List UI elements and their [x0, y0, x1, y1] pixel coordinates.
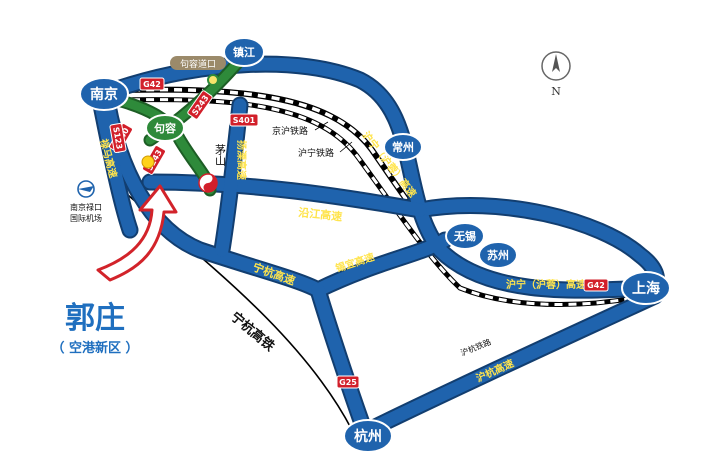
compass: N [541, 51, 571, 98]
svg-text:句容道口: 句容道口 [180, 58, 216, 70]
hanghu-expressway-road [358, 289, 662, 439]
exit-marker [207, 74, 219, 86]
svg-text:G25: G25 [339, 378, 357, 387]
city-shanghai[interactable]: 上海 [621, 271, 671, 305]
s123-shield: S123 [109, 122, 127, 154]
g42-shield-east: G42 [583, 278, 609, 292]
hanghu-railway-label: 沪杭铁路 [459, 337, 492, 358]
guozhuang-subtitle: （ 空港新区 ） [51, 340, 138, 356]
ninghang-expressway-label: 宁杭高速 [251, 260, 297, 288]
svg-text:镇江: 镇江 [233, 45, 255, 59]
city-zhenjiang[interactable]: 镇江 [223, 37, 265, 67]
guozhuang-title: 郭庄 [65, 301, 125, 336]
svg-text:南京: 南京 [90, 86, 118, 103]
svg-text:无锡: 无锡 [453, 229, 476, 243]
lutong-expressway-road [93, 93, 137, 237]
g42-shield-north: G42 [139, 77, 165, 91]
city-nanjing[interactable]: 南京 [79, 77, 129, 111]
airport-label-line1: 南京禄口 [70, 202, 102, 212]
guozhuang-location-dot [141, 155, 155, 169]
ninghang-expressway-road [101, 98, 325, 297]
city-jurong[interactable]: 句容 [145, 114, 185, 142]
s401-shield: S401 [229, 113, 259, 127]
svg-text:苏州: 苏州 [487, 248, 509, 262]
maoshan-label: 茅山 [214, 144, 227, 166]
yanjiang-expressway-road [143, 175, 427, 217]
compass-north-label: N [551, 85, 561, 98]
svg-text:常州: 常州 [392, 140, 414, 154]
svg-text:G42: G42 [587, 281, 605, 290]
ninghang-hsr-label: 宁杭高铁 [227, 309, 277, 355]
guozhuang-arrow [96, 184, 178, 282]
svg-text:G42: G42 [143, 80, 161, 89]
city-nodes: 南京 镇江 句容 常州 无锡 苏州 上海 杭州 [79, 37, 671, 453]
svg-text:S123: S123 [111, 126, 124, 150]
huning-expressway-label-east: 沪宁（沪蓉）高速 [506, 278, 586, 291]
svg-text:杭州: 杭州 [354, 428, 382, 445]
airport-label-line2: 国际机场 [70, 213, 102, 223]
yanjiang-expressway-label: 沿江高速 [298, 205, 343, 224]
huning-railway-label: 沪宁铁路 [298, 147, 334, 159]
svg-text:上海: 上海 [632, 280, 660, 297]
svg-text:S401: S401 [233, 116, 256, 125]
airport: 南京禄口 国际机场 [70, 180, 102, 223]
city-changzhou[interactable]: 常州 [383, 133, 423, 161]
g25-shield: G25 [336, 375, 360, 389]
yangli-expressway-label: 扬溧高速 [235, 140, 248, 180]
maoshan-landmark: 茅山 [198, 144, 227, 193]
xiyi-expressway-road [311, 233, 452, 297]
guozhuang-highlight: 郭庄 （ 空港新区 ） [51, 301, 138, 356]
city-hangzhou[interactable]: 杭州 [343, 419, 393, 453]
city-wuxi[interactable]: 无锡 [445, 222, 485, 250]
jinghu-railway-label: 京沪铁路 [272, 125, 308, 137]
city-suzhou[interactable]: 苏州 [478, 241, 518, 269]
svg-text:句容: 句容 [154, 121, 176, 135]
jurong-exit-tag: 句容道口 [170, 56, 226, 86]
g25-road [311, 283, 372, 439]
